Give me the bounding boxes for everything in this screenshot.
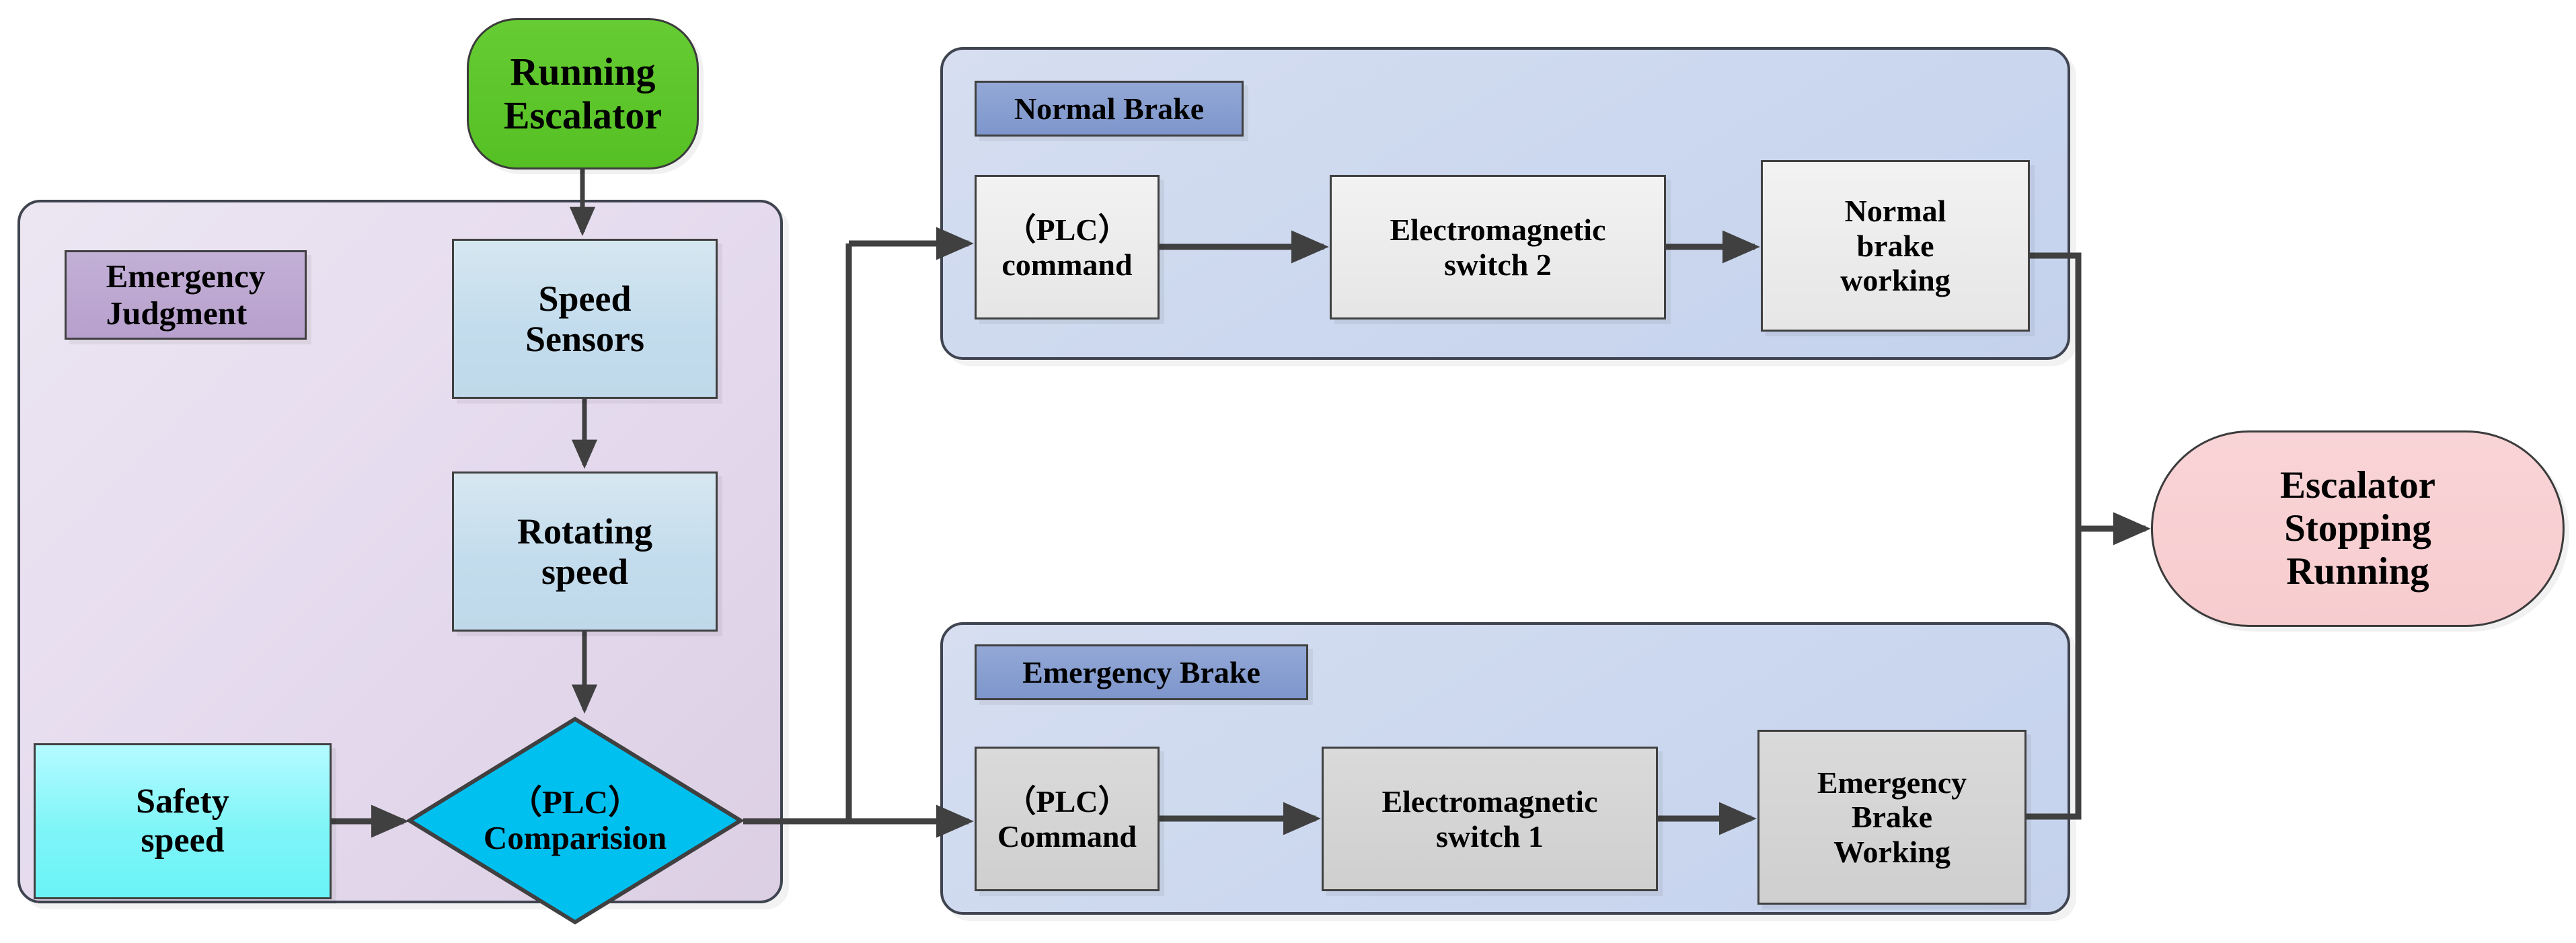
node-normal-brake-plc-command[interactable]: （PLC）command [975, 175, 1160, 319]
node-plc-comparison-decision[interactable]: （PLC）Comparision [407, 716, 743, 925]
group-title-emergency-brake: Emergency Brake [975, 644, 1308, 700]
group-title-normal-brake-label: Normal Brake [1014, 91, 1205, 126]
group-title-emergency-brake-label: Emergency Brake [1022, 655, 1260, 689]
group-title-normal-brake: Normal Brake [975, 81, 1244, 137]
node-plc-comparison-label: （PLC）Comparision [483, 784, 667, 856]
node-emergency-brake-plc-command[interactable]: （PLC）Command [975, 747, 1160, 891]
node-normal-brake-plc-command-label: （PLC）command [1001, 212, 1133, 282]
node-emergency-brake-plc-command-label: （PLC）Command [997, 784, 1137, 854]
diamond-shape-icon [407, 716, 743, 925]
